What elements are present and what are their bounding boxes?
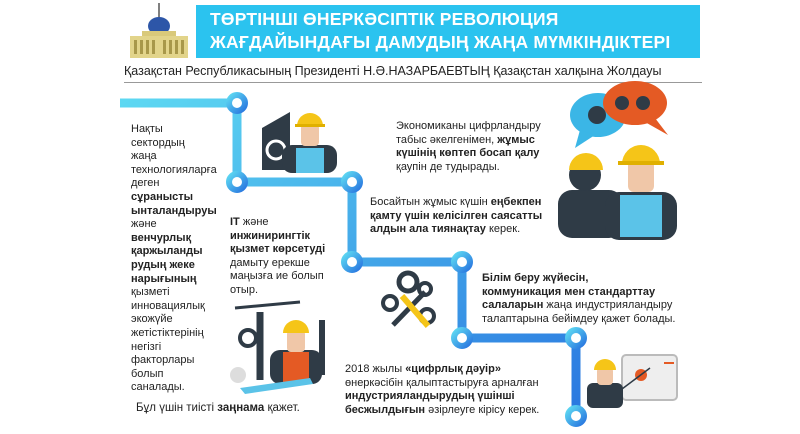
logo-akorda: [128, 2, 190, 60]
text-segment: Босайтын жұмыс күшін: [370, 196, 491, 208]
timeline-node: [341, 171, 363, 193]
bold-text-segment: коммуникация мен стандарттау: [482, 285, 656, 298]
bold-text-segment: сұранысты: [131, 190, 194, 203]
bold-text-segment: жұмыс: [497, 133, 535, 146]
bold-text-segment: нарығының: [131, 272, 197, 285]
subtitle: Қазақстан Республикасының Президенті Н.Ә…: [124, 64, 662, 78]
page-title: ТӨРТІНШІ ӨНЕРКӘСІПТІК РЕВОЛЮЦИЯ ЖАҒДАЙЫН…: [210, 8, 670, 54]
text-segment: жаңа индустрияландыру: [543, 299, 673, 312]
text-segment: негізгі: [131, 340, 162, 353]
timeline-node: [341, 251, 363, 273]
akorda-palace-icon: [130, 3, 188, 58]
bold-text-segment: қызмет көрсетуді: [230, 243, 326, 256]
text-segment: Нақты: [131, 123, 163, 135]
text-segment: жетістіктерінің: [131, 326, 204, 339]
text-plan-2018: 2018 жылы «цифрлық дәуір»өнеркәсібін қал…: [345, 363, 539, 417]
text-segment: саналады.: [131, 381, 185, 394]
timeline-node: [565, 405, 587, 427]
text-legislation: Бұл үшін тиісті заңнама қажет.: [136, 402, 300, 416]
text-segment: қызметі: [131, 286, 170, 299]
text-segment: талаптарына бейімдеу қажет болады.: [482, 312, 676, 325]
text-segment: деген: [131, 177, 160, 190]
timeline-node: [451, 327, 473, 349]
bold-text-segment: қаржыланды: [131, 245, 203, 258]
bold-text-segment: заңнама: [217, 402, 265, 414]
bold-text-segment: қамту үшін келісілген саясатты: [370, 209, 543, 222]
text-segment: және: [131, 218, 157, 231]
bold-text-segment: венчурлық: [131, 231, 192, 244]
timeline-node: [226, 92, 248, 114]
text-segment: экожүйе: [131, 313, 173, 326]
text-segment: дамыту ерекше: [230, 256, 310, 269]
bold-text-segment: рудың жеке: [131, 258, 195, 271]
text-segment: табыс әкелгенімен,: [396, 133, 498, 146]
timeline-node: [451, 251, 473, 273]
bold-text-segment: күшінің көптеп босап қалу: [396, 147, 540, 160]
title-banner: [196, 5, 700, 58]
bold-text-segment: IT: [230, 216, 240, 228]
title-line-1: ТӨРТІНШІ ӨНЕРКӘСІПТІК РЕВОЛЮЦИЯ: [210, 9, 559, 29]
bold-text-segment: «цифрлық дәуір»: [405, 363, 501, 375]
text-segment: маңызға ие болып: [230, 270, 324, 283]
text-segment: сектордың: [131, 136, 185, 149]
text-segment: Экономиканы цифрландыру: [396, 120, 541, 132]
text-education: Білім беру жүйесін,коммуникация мен стан…: [482, 272, 675, 326]
bold-text-segment: Білім беру жүйесін,: [482, 272, 589, 284]
bold-text-segment: индустрияландырудың үшінші: [345, 390, 515, 403]
text-segment: болып: [131, 367, 164, 380]
text-segment: қаупін де тудырады.: [396, 160, 500, 173]
timeline-node: [226, 171, 248, 193]
title-line-2: ЖАҒДАЙЫНДАҒЫ ДАМУДЫҢ ЖАҢА МҮМКІНДІКТЕРІ: [210, 32, 671, 52]
text-segment: және: [239, 216, 269, 228]
bold-text-segment: еңбекпен: [490, 196, 542, 208]
bold-text-segment: бесжылдығын: [345, 403, 426, 416]
bold-text-segment: салаларын: [482, 299, 544, 312]
text-segment: отыр.: [230, 283, 258, 296]
text-segment: инновациялық: [131, 299, 205, 312]
text-segment: қажет.: [264, 402, 300, 414]
text-segment: жаңа: [131, 150, 157, 163]
bold-text-segment: инжинирингтік: [230, 229, 311, 242]
bold-text-segment: ынталандыруы: [131, 204, 217, 217]
text-segment: технологияларға: [131, 163, 217, 176]
text-segment: керек.: [485, 223, 521, 236]
text-segment: өнеркәсібін қалыптастыруға арналған: [345, 376, 539, 389]
timeline-node: [565, 327, 587, 349]
bold-text-segment: алдын ала тиянақтау: [370, 223, 486, 236]
text-segment: 2018 жылы: [345, 363, 406, 375]
text-segment: факторлары: [131, 354, 195, 367]
text-segment: Бұл үшін тиісті: [136, 402, 218, 414]
divider: [124, 82, 702, 83]
text-segment: әзірлеуге кірісу керек.: [425, 403, 540, 416]
